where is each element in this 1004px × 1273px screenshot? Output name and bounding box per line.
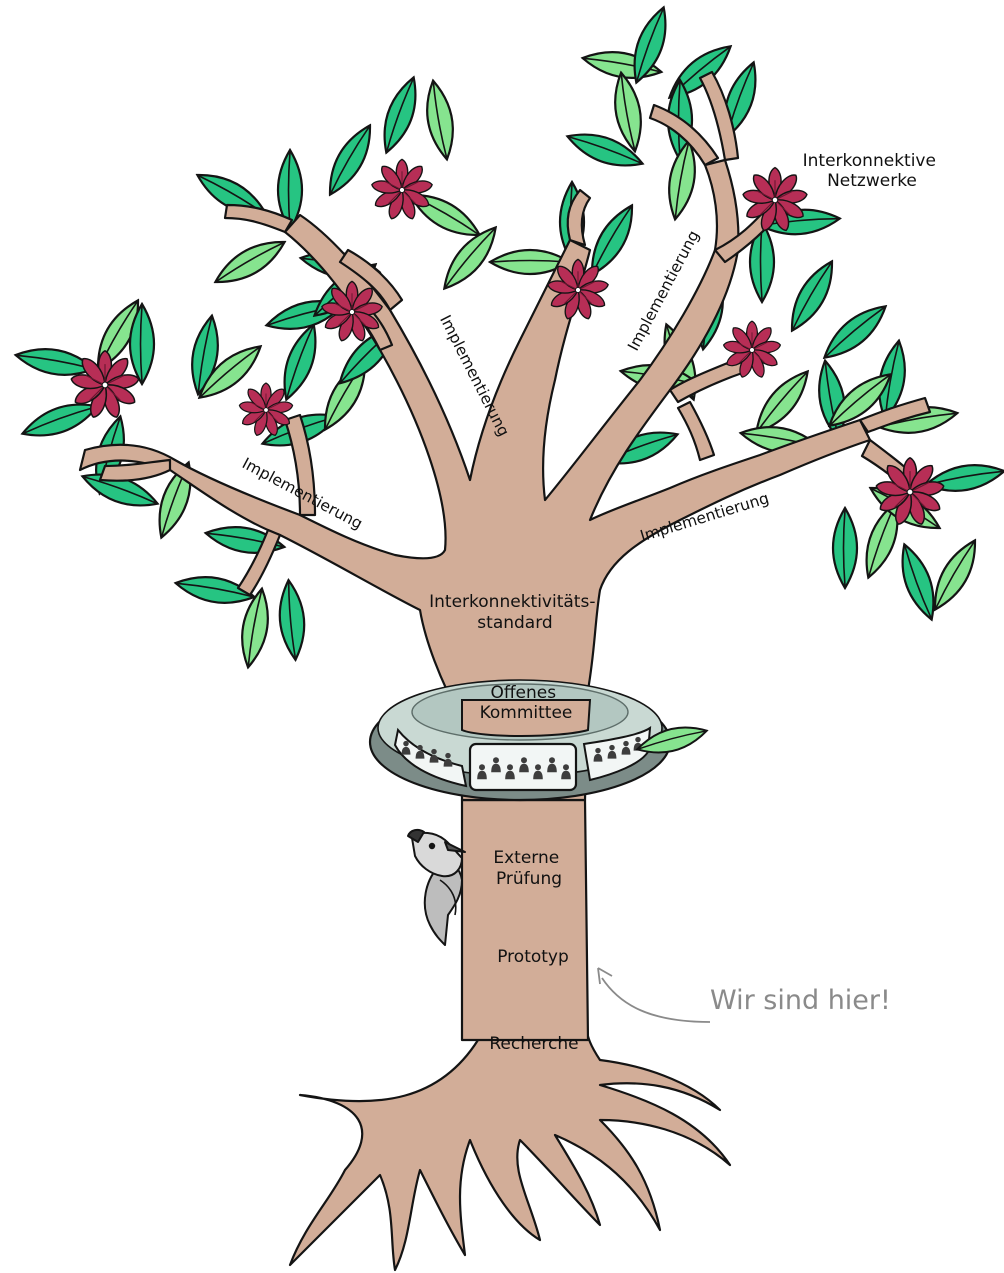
review-label: Externe Prüfung: [493, 848, 564, 889]
woodpecker-icon: [407, 828, 466, 946]
standard-label: Interkonnektivitäts- standard: [429, 592, 601, 633]
marker-arrow: [597, 967, 711, 1023]
network-label: Interkonnektive Netzwerke: [803, 151, 942, 191]
tree-body: [78, 70, 932, 1272]
committee-label: Offenes Kommittee: [480, 683, 573, 723]
committee-ring: [368, 679, 672, 802]
you-are-here-label: Wir sind hier!: [710, 985, 891, 1016]
prototype-label: Prototyp: [497, 947, 569, 967]
research-label: Recherche: [489, 1034, 578, 1054]
